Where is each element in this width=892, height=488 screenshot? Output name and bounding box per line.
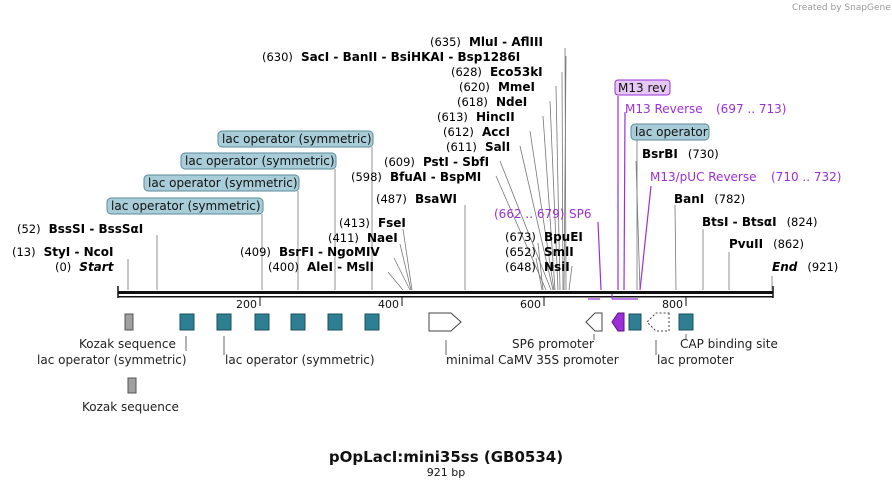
kozak-label-1: Kozak sequence — [79, 337, 176, 351]
scale-ticks: 200 400 600 800 — [236, 296, 687, 311]
m13-reverse-range: (697 .. 713) — [716, 102, 786, 116]
snapgene-brand: Created by SnapGene — [792, 3, 891, 13]
enzyme-label-naei: (411)NaeI — [328, 231, 398, 245]
sp6-promoter-arrow — [585, 312, 603, 332]
lac-op-sym-label-mid: lac operator (symmetric) — [225, 353, 375, 367]
enzyme-label-mlui: (635)MluI - AflIII — [430, 35, 543, 49]
enzyme-label-hincii: (613)HincII — [437, 110, 515, 124]
lac-promoter-label: lac promoter — [657, 353, 734, 367]
kozak-feature-2 — [127, 377, 137, 394]
tick-200: 200 — [236, 298, 257, 311]
tick-400: 400 — [378, 298, 399, 311]
sp6-promoter-label: SP6 promoter — [512, 337, 594, 351]
enzyme-label-smli: (652)SmlI — [505, 245, 574, 259]
lac-op-box-3-label: lac operator (symmetric) — [148, 176, 298, 190]
enzyme-label-eco53ki: (628)Eco53kI — [451, 65, 543, 79]
enzyme-label-sali: (611)SalI — [446, 140, 510, 154]
enzyme-leaders — [127, 47, 773, 291]
cap-site-label: CAP binding site — [680, 337, 778, 351]
enzyme-label-start: (0)Start — [55, 260, 115, 274]
lac-op-sym-label-left: lac operator (symmetric) — [37, 353, 187, 367]
sp6-primer-label: SP6 — [569, 207, 592, 221]
enzyme-label-ndei: (618)NdeI — [457, 95, 527, 109]
enzyme-label-pvuii: PvuII(862) — [729, 237, 804, 251]
map-title: pOpLacI:mini35ss (GB0534) — [329, 448, 563, 466]
m13-puc-reverse-label: M13/pUC Reverse — [650, 170, 757, 184]
enzyme-label-bsrbi: BsrBI(730) — [642, 147, 719, 161]
lac-op-feature-6 — [364, 313, 380, 331]
enzyme-label-acci: (612)AccI — [443, 125, 510, 139]
map-length: 921 bp — [427, 466, 465, 479]
enzyme-label-bsssi: (52)BssSI - BssSαI — [17, 222, 143, 236]
lac-op-box-5-label: lac operator — [635, 125, 708, 139]
tick-600: 600 — [520, 298, 541, 311]
m13rev-box — [614, 79, 671, 96]
enzyme-label-bsawi: (487)BsaWI — [376, 192, 457, 206]
m13-puc-reverse-range: (710 .. 732) — [771, 170, 841, 184]
lac-op-feature-7 — [628, 313, 642, 331]
kozak-label-2: Kozak sequence — [82, 400, 179, 414]
sp6-primer-range: (662 .. 679) — [494, 207, 564, 221]
enzyme-label-bpuei: (673)BpuEI — [505, 230, 583, 244]
enzyme-label-saci: (630)SacI - BanII - BsiHKAI - Bsp1286I — [262, 50, 520, 64]
enzyme-label-bsrfi: (409)BsrFI - NgoMIV — [240, 245, 380, 259]
tick-800: 800 — [662, 298, 683, 311]
enzyme-label-btsi: BtsI - BtsαI(824) — [702, 215, 818, 229]
lac-op-box-1-label: lac operator (symmetric) — [222, 132, 372, 146]
lac-op-box-4-label: lac operator (symmetric) — [111, 199, 261, 213]
lac-op-feature-4 — [290, 313, 306, 331]
m13-reverse-label: M13 Reverse — [625, 102, 703, 116]
enzyme-label-psti: (609)PstI - SbfI — [384, 155, 489, 169]
m13rev-box-label: M13 rev — [618, 81, 667, 95]
enzyme-label-alei: (400)AleI - MslI — [268, 260, 374, 274]
features-row — [124, 312, 694, 394]
lac-op-feature-3 — [254, 313, 270, 331]
enzyme-label-nsii: (648)NsiI — [505, 260, 570, 274]
lac-op-box-2-label: lac operator (symmetric) — [185, 154, 335, 168]
mini35s-arrow — [428, 312, 462, 332]
lac-operator-boxes: lac operator (symmetric) lac operator (s… — [106, 123, 710, 215]
enzyme-label-fsei: (413)FseI — [339, 216, 406, 230]
lac-promoter-arrow — [646, 312, 670, 332]
enzyme-label-end: End(921) — [772, 260, 838, 274]
backbone-top — [118, 291, 773, 294]
lac-op-feature-1 — [179, 313, 195, 331]
enzyme-label-mmei: (620)MmeI — [459, 80, 535, 94]
mini35s-label: minimal CaMV 35S promoter — [446, 353, 619, 367]
cap-site-feature — [678, 313, 694, 331]
lac-op-feature-2 — [216, 313, 232, 331]
feature-labels: Kozak sequence lac operator (symmetric) … — [37, 337, 778, 414]
enzyme-labels: (635)MluI - AflIII (630)SacI - BanII - B… — [12, 35, 838, 274]
enzyme-label-bfuai: (598)BfuAI - BspMI — [351, 170, 481, 184]
primer-labels: (662 .. 679) SP6 M13 rev M13 Reverse (69… — [494, 79, 841, 221]
enzyme-label-bani: BanI(782) — [674, 192, 745, 206]
enzyme-label-styi: (13)StyI - NcoI — [12, 245, 113, 259]
primer-leaders — [588, 96, 652, 300]
backbone-bottom — [118, 296, 773, 298]
lac-op-feature-5 — [327, 313, 343, 331]
kozak-feature-1 — [124, 313, 134, 331]
m13-primer-arrow — [611, 312, 625, 332]
